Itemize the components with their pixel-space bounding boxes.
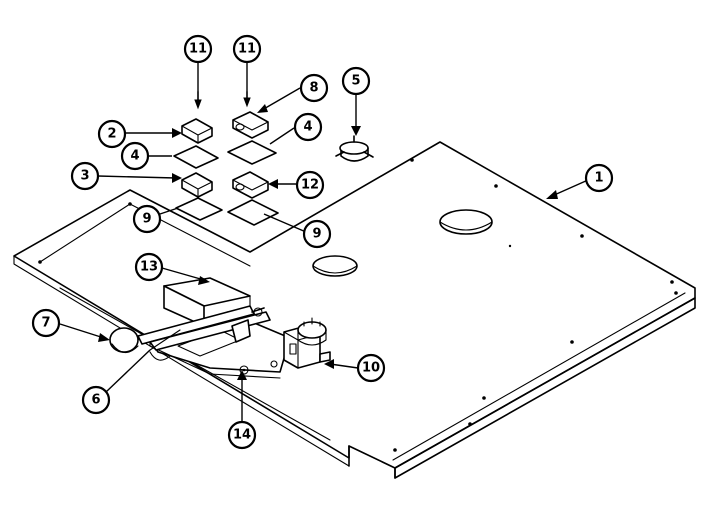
callout-label-14: 14 <box>233 428 251 443</box>
callout-4-left: 4 <box>120 141 150 171</box>
callout-label-2: 2 <box>107 127 116 142</box>
element-assembly <box>109 277 331 379</box>
callout-label-11-right: 11 <box>238 42 256 57</box>
callout-label-11-left: 11 <box>189 42 207 57</box>
callout-label-7: 7 <box>41 316 50 331</box>
callout-label-9-right: 9 <box>312 227 321 242</box>
callout-2: 2 <box>97 119 127 149</box>
callout-3: 3 <box>70 161 100 191</box>
callouts: 1 2 3 4 4 5 6 7 8 9 9 10 11 11 12 13 14 <box>31 34 614 450</box>
thermostat-part-5 <box>335 135 374 162</box>
main-panel <box>13 141 696 479</box>
callout-label-10: 10 <box>362 361 380 376</box>
callout-label-5: 5 <box>351 74 360 89</box>
panel-hole-small <box>312 255 358 277</box>
switch-stack-left <box>173 91 223 221</box>
callout-label-4-left: 4 <box>130 149 139 164</box>
callout-1: 1 <box>584 163 614 193</box>
callout-9-right: 9 <box>302 219 332 249</box>
callout-label-12: 12 <box>301 178 319 193</box>
callout-11-left: 11 <box>183 34 213 64</box>
callout-label-4-right: 4 <box>303 120 312 135</box>
callout-4-right: 4 <box>293 112 323 142</box>
callout-9-left: 9 <box>132 204 162 234</box>
callout-12: 12 <box>295 170 325 200</box>
callout-10: 10 <box>356 353 386 383</box>
callout-label-13: 13 <box>140 260 158 275</box>
callout-7: 7 <box>31 308 61 338</box>
callout-14: 14 <box>227 420 257 450</box>
callout-11-right: 11 <box>232 34 262 64</box>
callout-label-3: 3 <box>80 169 89 184</box>
switch-stack-right <box>227 91 279 226</box>
callout-label-1: 1 <box>594 171 603 186</box>
callout-label-9-left: 9 <box>142 212 151 227</box>
callout-13: 13 <box>134 252 164 282</box>
callout-5: 5 <box>341 66 371 96</box>
callout-label-6: 6 <box>91 393 100 408</box>
leader-lines <box>59 62 589 422</box>
panel-hole-large <box>439 209 493 235</box>
callout-6: 6 <box>81 385 111 415</box>
callout-8: 8 <box>299 73 329 103</box>
callout-label-8: 8 <box>309 81 318 96</box>
